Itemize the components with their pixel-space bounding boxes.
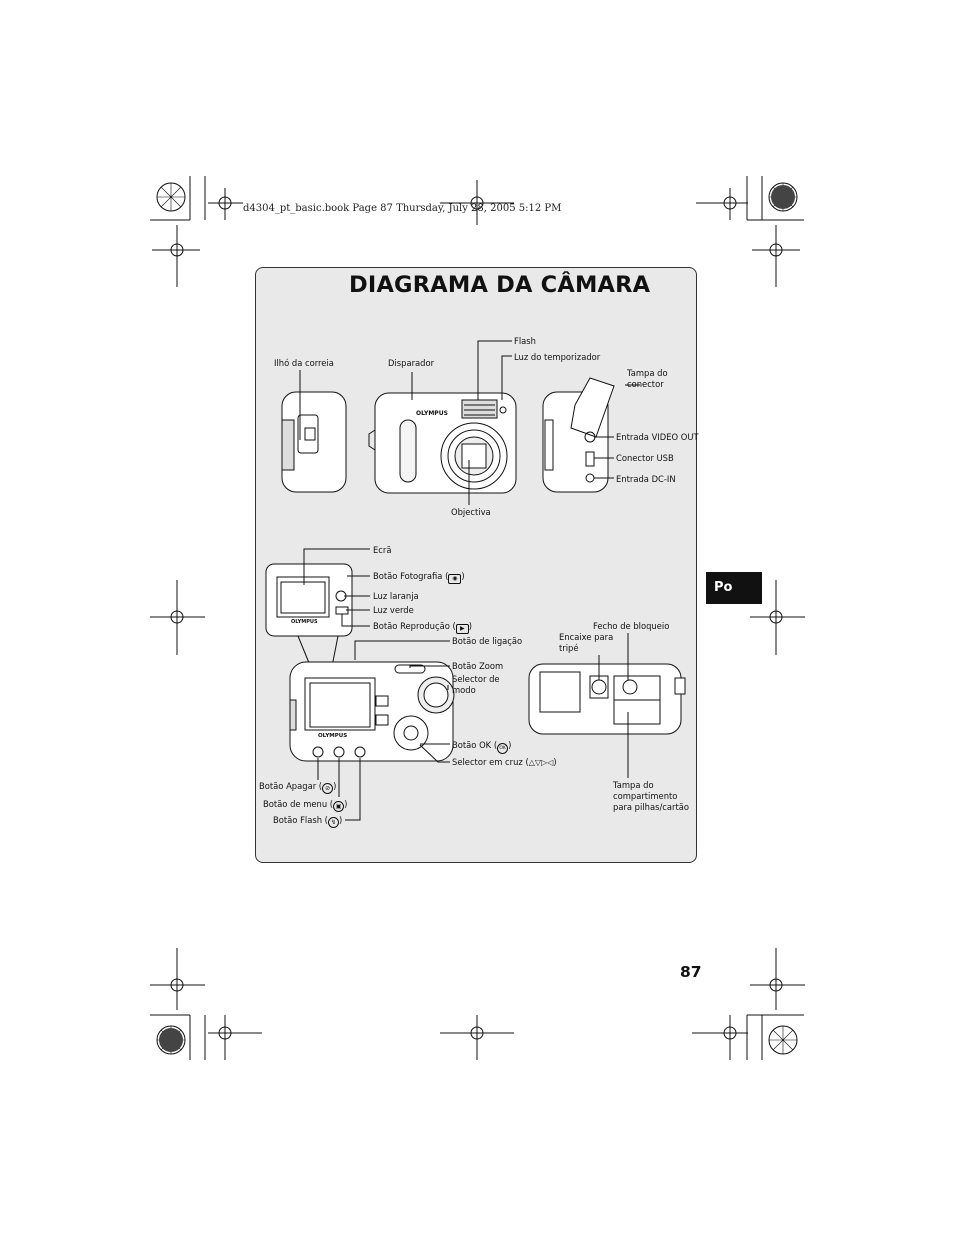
camera-side-view bbox=[281, 378, 347, 493]
brand-front: OLYMPUS bbox=[416, 410, 448, 417]
brand-back-zoom: OLYMPUS bbox=[291, 619, 318, 625]
label-battery-cover-3: para pilhas/cartão bbox=[613, 802, 690, 812]
camera-icon: ◉ bbox=[448, 574, 462, 584]
label-power-switch: Botão de ligação bbox=[452, 636, 523, 646]
label-battery-cover-2: compartimento bbox=[613, 791, 678, 801]
label-erase-button: Botão Apagar (⊘) bbox=[259, 781, 337, 794]
label-self-timer: Luz do temporizador bbox=[514, 352, 601, 362]
label-tripod-2: tripé bbox=[559, 643, 579, 653]
label-connector-cover-1: Tampa do bbox=[627, 368, 668, 378]
file-header: d4304_pt_basic.book Page 87 Thursday, Ju… bbox=[243, 203, 562, 214]
label-mode-dial-2: modo bbox=[452, 685, 476, 695]
label-connector-cover-2: conector bbox=[627, 379, 664, 389]
label-zoom: Botão Zoom bbox=[452, 661, 504, 671]
playback-icon: ▶ bbox=[455, 624, 469, 634]
page-title: DIAGRAMA DA CÂMARA bbox=[349, 272, 651, 298]
label-lock-latch: Fecho de bloqueio bbox=[593, 621, 670, 631]
label-usb: Conector USB bbox=[616, 453, 674, 463]
label-green-lamp: Luz verde bbox=[373, 605, 414, 615]
label-mode-dial-1: Selector de bbox=[452, 674, 500, 684]
label-shutter: Disparador bbox=[388, 358, 435, 368]
label-lens: Objectiva bbox=[451, 507, 491, 517]
label-shooting-button: Botão Fotografia (◉) bbox=[373, 571, 465, 584]
camera-connector-view bbox=[542, 377, 615, 493]
label-monitor: Ecrã bbox=[373, 545, 392, 555]
flash-icon: ↯ bbox=[327, 817, 339, 828]
brand-back: OLYMPUS bbox=[318, 733, 348, 739]
label-menu-button: Botão de menu (▣) bbox=[263, 799, 348, 812]
label-playback-button: Botão Reprodução (▶) bbox=[373, 621, 473, 634]
label-ok-button: Botão OK (OK) bbox=[452, 740, 511, 754]
label-video-out: Entrada VIDEO OUT bbox=[616, 432, 699, 442]
label-dc-in: Entrada DC-IN bbox=[616, 474, 676, 484]
language-tab: Po bbox=[706, 572, 762, 604]
erase-icon: ⊘ bbox=[322, 783, 334, 794]
menu-icon: ▣ bbox=[333, 801, 345, 812]
label-battery-cover-1: Tampa do bbox=[613, 780, 654, 790]
page-number: 87 bbox=[680, 963, 702, 981]
label-strap-eyelet: Ilhó da correia bbox=[274, 358, 334, 368]
label-flash: Flash bbox=[514, 336, 536, 346]
label-tripod-1: Encaixe para bbox=[559, 632, 614, 642]
label-orange-lamp: Luz laranja bbox=[373, 591, 419, 601]
label-flash-button: Botão Flash (↯) bbox=[273, 815, 343, 828]
camera-bottom-view bbox=[528, 663, 686, 735]
ok-icon: OK bbox=[497, 743, 509, 754]
label-arrow-pad: Selector em cruz (△▽▷◁) bbox=[452, 757, 557, 767]
camera-front-view bbox=[368, 392, 517, 494]
arrows-icon: △▽▷◁ bbox=[528, 758, 554, 767]
camera-back-view bbox=[265, 563, 455, 762]
